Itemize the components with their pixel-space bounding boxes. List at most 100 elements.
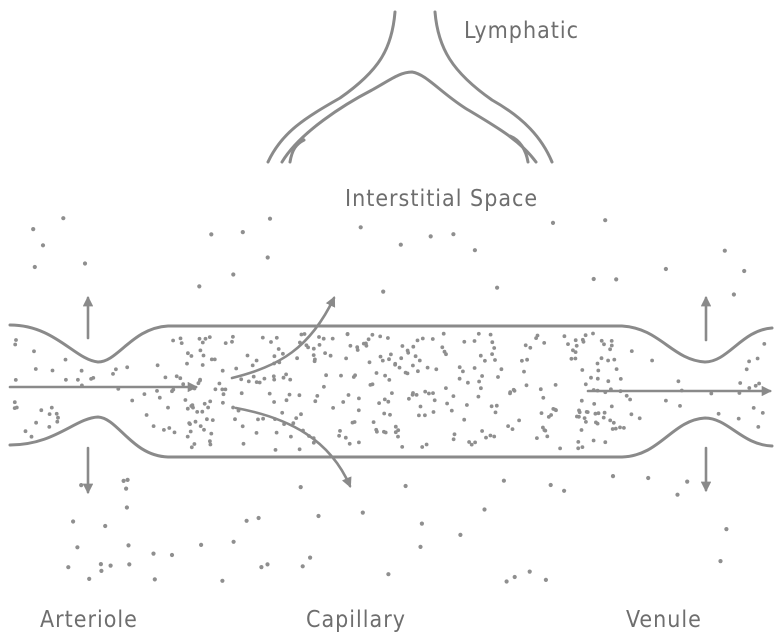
interstitial-particle [299, 485, 303, 489]
plasma-particle [209, 443, 213, 447]
plasma-particle [534, 336, 538, 340]
plasma-particle [425, 443, 429, 447]
plasma-particle [30, 435, 34, 439]
interstitial-particle [170, 553, 174, 557]
plasma-particle [203, 402, 207, 406]
plasma-particle [581, 338, 585, 342]
plasma-particle [170, 389, 174, 393]
plasma-particle [592, 439, 596, 443]
interstitial-space-label: Interstitial Space [345, 186, 538, 212]
plasma-particle [272, 400, 276, 404]
interstitial-particle [359, 225, 363, 229]
interstitial-particle [418, 545, 422, 549]
plasma-particle [578, 410, 582, 414]
plasma-particle [512, 388, 516, 392]
plasma-particle [231, 406, 235, 410]
plasma-particle [756, 357, 760, 361]
plasma-particle [230, 340, 234, 344]
plasma-particle [222, 392, 226, 396]
plasma-particle [594, 421, 598, 425]
interstitial-particle [126, 543, 130, 547]
plasma-particle [347, 393, 351, 397]
plasma-particle [606, 359, 610, 363]
interstitial-particle [266, 255, 270, 259]
plasma-particle [368, 360, 372, 364]
plasma-particle [383, 398, 387, 402]
plasma-particle [315, 394, 319, 398]
interstitial-particle [723, 249, 727, 253]
plasma-particle [344, 357, 348, 361]
interstitial-particle [99, 569, 103, 573]
plasma-particle [444, 352, 448, 356]
plasma-particle [418, 359, 422, 363]
plasma-particle [145, 413, 149, 417]
interstitial-particle [61, 216, 65, 220]
plasma-particle [415, 393, 419, 397]
plasma-particle [261, 417, 265, 421]
plasma-particle [367, 337, 371, 341]
plasma-particle [251, 364, 255, 368]
plasma-particle [284, 373, 288, 377]
plasma-particle [281, 352, 285, 356]
plasma-particle [206, 406, 210, 410]
plasma-particle [480, 429, 484, 433]
plasma-particle [288, 378, 292, 382]
plasma-particle [545, 435, 549, 439]
plasma-particle [596, 362, 600, 366]
plasma-particle [220, 388, 224, 392]
plasma-particle [255, 359, 259, 363]
interstitial-particle [646, 476, 650, 480]
plasma-particle [357, 408, 361, 412]
interstitial-particle [241, 230, 245, 234]
plasma-particle [167, 426, 171, 430]
plasma-particle [576, 446, 580, 450]
plasma-particle [461, 370, 465, 374]
interstitial-particle [361, 510, 365, 514]
plasma-particle [427, 392, 431, 396]
interstitial-particle [268, 217, 272, 221]
plasma-particle [190, 354, 194, 358]
plasma-particle [747, 360, 751, 364]
plasma-particle [289, 435, 293, 439]
plasma-particle [379, 355, 383, 359]
plasma-particle [585, 410, 589, 414]
plasma-particle [411, 364, 415, 368]
interstitial-particle [125, 505, 129, 509]
venule-label: Venule [626, 607, 702, 633]
interstitial-particle [79, 483, 83, 487]
plasma-particle [752, 406, 756, 410]
lymphatic-label: Lymphatic [464, 18, 579, 44]
plasma-particle [603, 411, 607, 415]
plasma-particle [574, 357, 578, 361]
plasma-particle [390, 391, 394, 395]
plasma-particle [528, 346, 532, 350]
plasma-particle [348, 442, 352, 446]
plasma-particle [489, 333, 493, 337]
plasma-particle [242, 442, 246, 446]
plasma-particle [204, 337, 208, 341]
arteriole-label: Arteriole [40, 607, 138, 633]
plasma-particle [299, 412, 303, 416]
plasma-particle [349, 344, 353, 348]
interstitial-particle [31, 227, 35, 231]
plasma-particle [384, 431, 388, 435]
plasma-particle [465, 403, 469, 407]
plasma-particle [492, 435, 496, 439]
plasma-particle [209, 432, 213, 436]
plasma-particle [434, 367, 438, 371]
plasma-particle [381, 359, 385, 363]
plasma-particle [466, 381, 470, 385]
plasma-particle [619, 377, 623, 381]
plasma-particle [622, 426, 626, 430]
plasma-particle [522, 370, 526, 374]
plasma-particle [394, 425, 398, 429]
interstitial-particle [544, 578, 548, 582]
plasma-particle [357, 441, 361, 445]
plasma-particle [56, 416, 60, 420]
interstitial-particle [386, 572, 390, 576]
plasma-particle [239, 377, 243, 381]
plasma-particle [241, 424, 245, 428]
plasma-particle [64, 358, 68, 362]
plasma-particle [280, 411, 284, 415]
plasma-particle [198, 379, 202, 383]
